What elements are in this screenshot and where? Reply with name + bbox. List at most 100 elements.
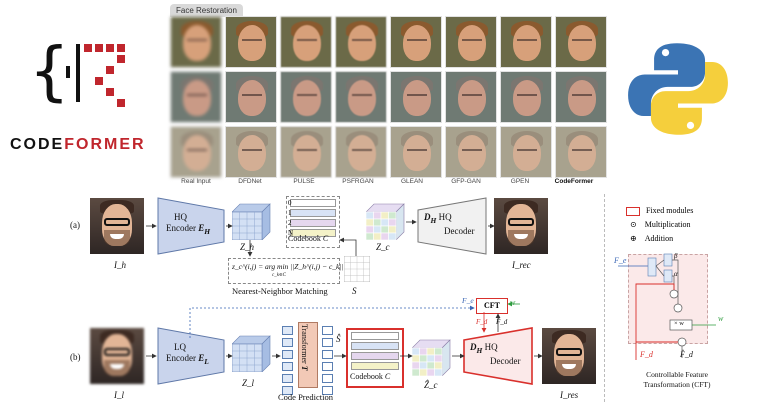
bracket-icon (76, 44, 80, 102)
zl-feature-cube (232, 335, 271, 372)
codebook-index: N (288, 229, 294, 237)
hq-decoder-b-shape (463, 327, 533, 385)
hq-encoder-label: HQ Encoder EH (166, 212, 210, 237)
face-photo-ires (542, 328, 596, 384)
zh-feature-cube (232, 203, 271, 240)
codebook-index: 1 (288, 209, 292, 217)
face-thumbnail (445, 126, 497, 178)
codebook-a-text: Codebook (288, 234, 321, 243)
cft-times-w: × w (674, 320, 684, 327)
column-label: GPEN (510, 178, 530, 185)
column-label: PSFRGAN (342, 178, 374, 185)
hq-encoder-word: Encoder (166, 223, 196, 233)
legend-fixed: Fixed modules (626, 204, 693, 218)
codeformer-logo: { CODEFORMER (10, 35, 168, 160)
decoder-a-symbol: D (424, 212, 431, 222)
cft-beta: β (674, 252, 678, 260)
face-restoration-tab[interactable]: Face Restoration (170, 4, 243, 17)
token-column-in (282, 326, 293, 398)
decoder-b-hq: HQ (484, 342, 498, 352)
cursor-dot-icon (66, 66, 70, 78)
face-thumbnail (555, 71, 607, 123)
hq-decoder-a-shape (417, 197, 487, 255)
face-thumbnail (225, 71, 277, 123)
s-index-grid (344, 256, 370, 282)
row-b-label: (b) (70, 352, 81, 362)
face-thumbnail (500, 126, 552, 178)
nn-matching-box (228, 258, 340, 284)
face-thumbnail (500, 71, 552, 123)
multiplication-icon: ⊙ (630, 220, 637, 229)
decoder-b-sub: H (476, 345, 483, 355)
face-thumbnail (555, 126, 607, 178)
label-fd-b: F_d (476, 318, 488, 326)
legend-mult: ⊙Multiplication (626, 218, 693, 232)
nn-formula-sub: c_k∈C (272, 273, 286, 278)
face-thumbnail (170, 16, 222, 68)
label-w-b: w (510, 298, 516, 307)
cft-alpha: α (674, 270, 678, 278)
label-zc-hat: Ẑ_c (424, 380, 438, 390)
face-photo-il (90, 328, 144, 384)
token-column-out (322, 326, 333, 398)
face-thumbnail (280, 16, 332, 68)
cft-box-label: CFT (484, 301, 500, 310)
label-fe-b: F_e (462, 296, 474, 305)
face-grid-headers: Real Input DFDNet PULSE PSFRGAN GLEAN GF… (169, 178, 601, 185)
face-thumbnail (335, 126, 387, 178)
decoder-b-line1: DH HQ (470, 342, 520, 356)
brace-glyph: { (30, 35, 69, 109)
column-label: Real Input (181, 178, 211, 185)
hq-encoder-symbol: E (198, 223, 205, 233)
codebook-b-label: Codebook C (350, 372, 390, 381)
decoder-a-word: Decoder (444, 225, 475, 236)
face-thumbnail (445, 16, 497, 68)
lq-encoder-word: Encoder (166, 353, 196, 363)
label-irec: I_rec (512, 260, 531, 270)
architecture-diagram: (a) I_h HQ Encoder EH Z_h 0 1 2 N Codebo… (0, 190, 768, 406)
lq-encoder-line2: Encoder EL (166, 353, 209, 367)
cft-detail-graph (618, 253, 716, 360)
face-thumbnail (280, 71, 332, 123)
face-photo-ih (90, 198, 144, 254)
cft-caption-line1: Controllable Feature (646, 370, 708, 379)
decoder-a-hq: HQ (438, 212, 452, 222)
vertical-separator (604, 194, 605, 402)
face-thumbnail (225, 16, 277, 68)
column-label-codeformer: CodeFormer (554, 178, 594, 185)
decoder-a-line1: DH HQ (424, 212, 474, 226)
face-thumbnail (335, 71, 387, 123)
code-prediction-label: Code Prediction (278, 392, 334, 402)
hq-encoder-line1: HQ (174, 212, 187, 222)
logo-wordmark: CODEFORMER (10, 136, 146, 154)
hq-encoder-line2: Encoder EH (166, 223, 210, 237)
lq-encoder-sub: L (204, 356, 209, 366)
codebook-b (346, 328, 404, 388)
legend-add-text: Addition (644, 234, 674, 243)
zc-feature-cube (366, 203, 405, 240)
face-thumbnail (390, 126, 442, 178)
transformer-symbol: T (300, 365, 309, 371)
codebook-a (286, 196, 340, 248)
decoder-b-symbol: D (470, 342, 477, 352)
lq-encoder-shape (157, 327, 225, 385)
lq-encoder-symbol: E (198, 353, 205, 363)
label-il: I_l (114, 390, 124, 400)
label-fd-cft: F_d (640, 350, 653, 359)
face-photo-irec (494, 198, 548, 254)
nn-formula: z_c^(i,j) = arg min ||Z_h^(i,j) − c_k|| … (232, 262, 344, 278)
row-a-arrows (146, 219, 495, 257)
face-thumbnail (390, 71, 442, 123)
face-thumbnail (170, 126, 222, 178)
face-thumbnail (335, 16, 387, 68)
fixed-module-swatch (626, 206, 640, 216)
face-thumbnail (170, 71, 222, 123)
legend-add: ⊕ Addition (626, 232, 693, 246)
face-thumbnail (225, 126, 277, 178)
addition-icon: ⊕ (630, 234, 637, 243)
nn-formula-text: z_c^(i,j) = arg min ||Z_h^(i,j) − c_k|| (232, 262, 344, 271)
hq-decoder-b-label: DH HQ Decoder (470, 342, 520, 367)
codebook-a-indices: 0 1 2 N (288, 198, 293, 238)
label-w-cft: w (718, 314, 724, 323)
face-thumbnail (500, 16, 552, 68)
